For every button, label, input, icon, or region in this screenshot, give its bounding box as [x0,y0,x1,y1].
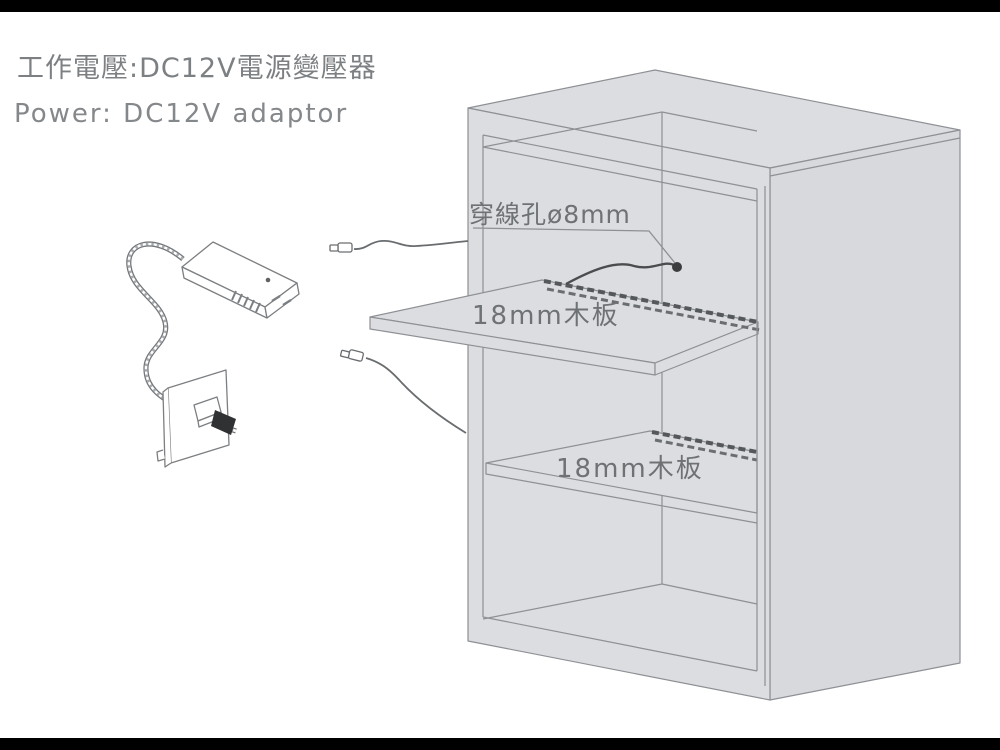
plug-tip [211,410,236,435]
lower-shelf-board [485,430,758,524]
strip-feed-wire [565,262,675,286]
wire-hole-label: 穿線孔ø8mm [469,200,631,229]
wire-hole-dot [672,262,682,272]
adapter-vent-slots [231,290,261,313]
hole-label-leader-line [472,227,676,264]
letterbox-bar-top [0,0,1000,12]
adapter-led-dot [265,277,271,283]
adapter-body-icon [181,241,300,319]
cabinet-illustration [467,69,961,701]
cabinet-right-face [769,129,961,701]
wall-outlet-illustration [156,369,236,468]
lower-shelf-label: 18mm木板 [556,454,704,484]
adapter-output-ports [271,294,292,307]
dc-plug-connector-icon [339,349,364,362]
dc-plug-connector-icon [329,242,353,253]
plug-icon [193,396,236,435]
upper-connector-wire [329,240,469,253]
letterbox-bar-bottom [0,738,1000,750]
upper-shelf-label: 18mm木板 [472,301,620,331]
upper-shelf-board [369,279,761,376]
cabinet-front-face [467,107,771,701]
upper-shelf-right-edge [654,321,759,376]
page-title-zh: 工作電壓:DC12V電源變壓器 [17,53,377,84]
led-strip-lower-icon [651,430,758,454]
cabinet-front-right-frame [756,186,766,686]
lower-connector-wire [339,349,467,434]
page-title-en: Power: DC12V adaptor [14,99,349,129]
led-strip-upper-icon [543,279,759,324]
